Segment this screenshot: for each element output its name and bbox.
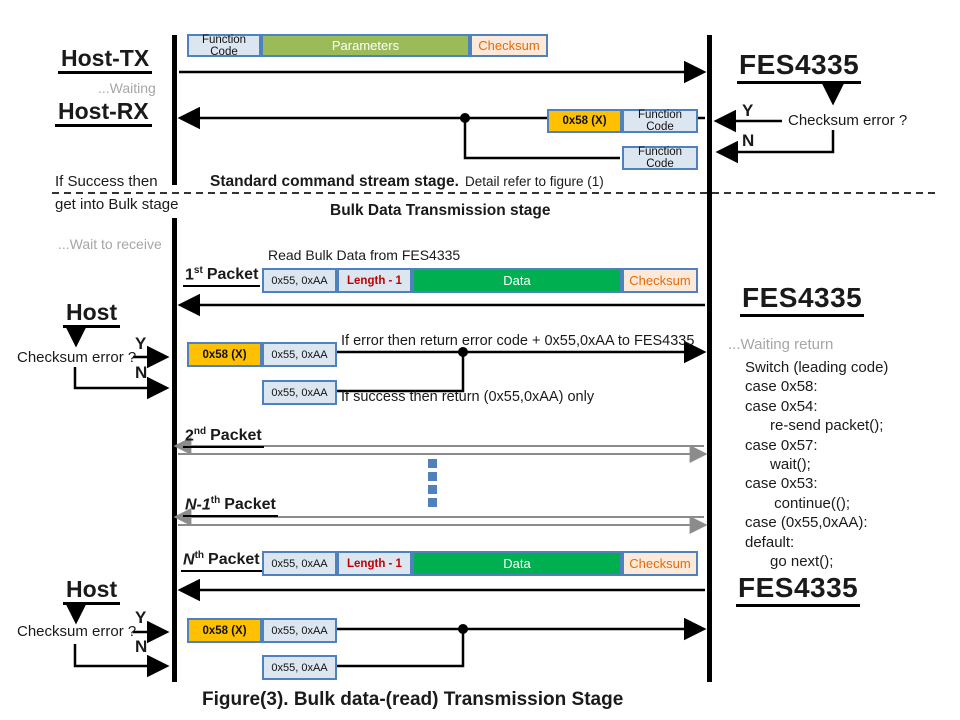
no-label: N [135,363,148,382]
figure-caption: Figure(3). Bulk data-(read) Transmission… [202,689,624,710]
field-box-data: Data [412,551,622,576]
field-box-sync: 0x55, 0xAA [262,268,337,293]
host-no-arrow [73,367,170,400]
ellipsis-square [428,459,437,468]
field-box-sync: 0x55, 0xAA [262,551,337,576]
packet2-sup: nd [193,426,207,437]
fes-label: FES4335 [737,50,862,84]
host-no-arrow [73,644,170,678]
code-line: wait(); [745,456,811,474]
fes-label: FES4335 [736,573,861,607]
packetn-word: Packet [208,551,260,569]
code-line: case 0x57: [745,436,818,454]
field-box-data: Data [412,268,622,293]
fes-no-arrow [715,130,835,164]
ellipsis-square [428,485,437,494]
wait-to-receive-status: ...Wait to receive [58,236,162,252]
field-box-checksum: Checksum [470,34,548,57]
field-box-leading-code: 0x58 (X) [187,342,262,367]
packetn1-sup: th [210,495,221,506]
waiting-return-status: ...Waiting return [728,336,834,353]
packet1-sup: st [193,265,203,276]
packetn1-word: Packet [224,496,276,514]
fes-lifeline [707,35,712,682]
field-box-sync: 0x55, 0xAA [262,655,337,680]
field-box-sync: 0x55, 0xAA [262,618,337,643]
no-label: N [135,637,148,656]
if-success-text-2: get into Bulk stage [55,196,179,213]
success-reply-connector [337,354,465,393]
switch-code-block: Switch (leading code) case 0x58: case 0x… [745,358,888,571]
code-line: re-send packet(); [745,417,884,435]
field-box-leading-code: 0x58 (X) [187,618,262,643]
field-box-sync: 0x55, 0xAA [262,380,337,405]
field-box-sync: 0x55, 0xAA [262,342,337,367]
checksum-question: Checksum error ? [17,349,137,366]
if-success-note: If success then return (0x55,0xAA) only [341,389,595,405]
junction-dot [458,347,468,357]
success-reply-connector [337,631,465,668]
packet1-word: Packet [206,266,259,284]
code-line: default: [745,533,795,551]
code-line: case 0x53: [745,475,818,493]
checksum-question: Checksum error ? [17,623,137,640]
bulk-stage-title: Bulk Data Transmission stage [330,202,551,219]
checksum-question: Checksum error ? [788,112,908,129]
field-box-checksum: Checksum [622,268,698,293]
field-box-function-code: Function Code [622,109,698,133]
standard-stage-title-bold: Standard command stream stage. [210,173,459,190]
host-lifeline [172,35,177,682]
host-rx-branch-connector [463,118,620,160]
packetn1-num: N-1 [185,496,211,514]
packetn-num: N [183,551,195,569]
if-error-note: If error then return error code + 0x55,0… [341,333,695,349]
packet1-num: 1 [185,266,194,284]
no-label: N [742,131,755,150]
standard-stage-detail: Detail refer to figure (1) [464,174,604,189]
field-box-length: Length - 1 [337,551,412,576]
host-label: Host [63,577,121,606]
yes-label: Y [742,101,754,120]
code-line: Switch (leading code) [745,359,889,376]
if-success-text-1: If Success then [55,173,158,190]
field-box-function-code: Function Code [622,146,698,170]
junction-dot [460,113,470,123]
code-line: case 0x58: [745,378,818,396]
packet2-num: 2 [185,427,194,445]
host-label: Host [63,300,121,329]
code-line: go next(); [745,553,834,571]
host-rx-label: Host-RX [55,99,152,128]
field-box-leading-code: 0x58 (X) [547,109,622,133]
code-line: case 0x54: [745,397,818,415]
ellipsis-square [428,472,437,481]
code-line: case (0x55,0xAA): [745,514,868,532]
packetn-sup: th [194,550,205,561]
field-box-checksum: Checksum [622,551,698,576]
yes-label: Y [135,608,147,627]
read-bulk-text: Read Bulk Data from FES4335 [268,247,461,263]
waiting-status: ...Waiting [98,80,156,96]
standard-stage-title: Standard command stream stage. Detail ref… [210,173,604,191]
junction-dot [458,624,468,634]
ellipsis-square [428,498,437,507]
field-box-parameters: Parameters [261,34,470,57]
code-line: continue((); [745,494,851,512]
field-box-function-code: Function Code [187,34,261,58]
host-tx-label: Host-TX [58,46,153,75]
packet2-word: Packet [210,427,262,445]
yes-label: Y [135,334,147,353]
field-box-length: Length - 1 [337,268,412,293]
fes-label: FES4335 [740,283,865,317]
